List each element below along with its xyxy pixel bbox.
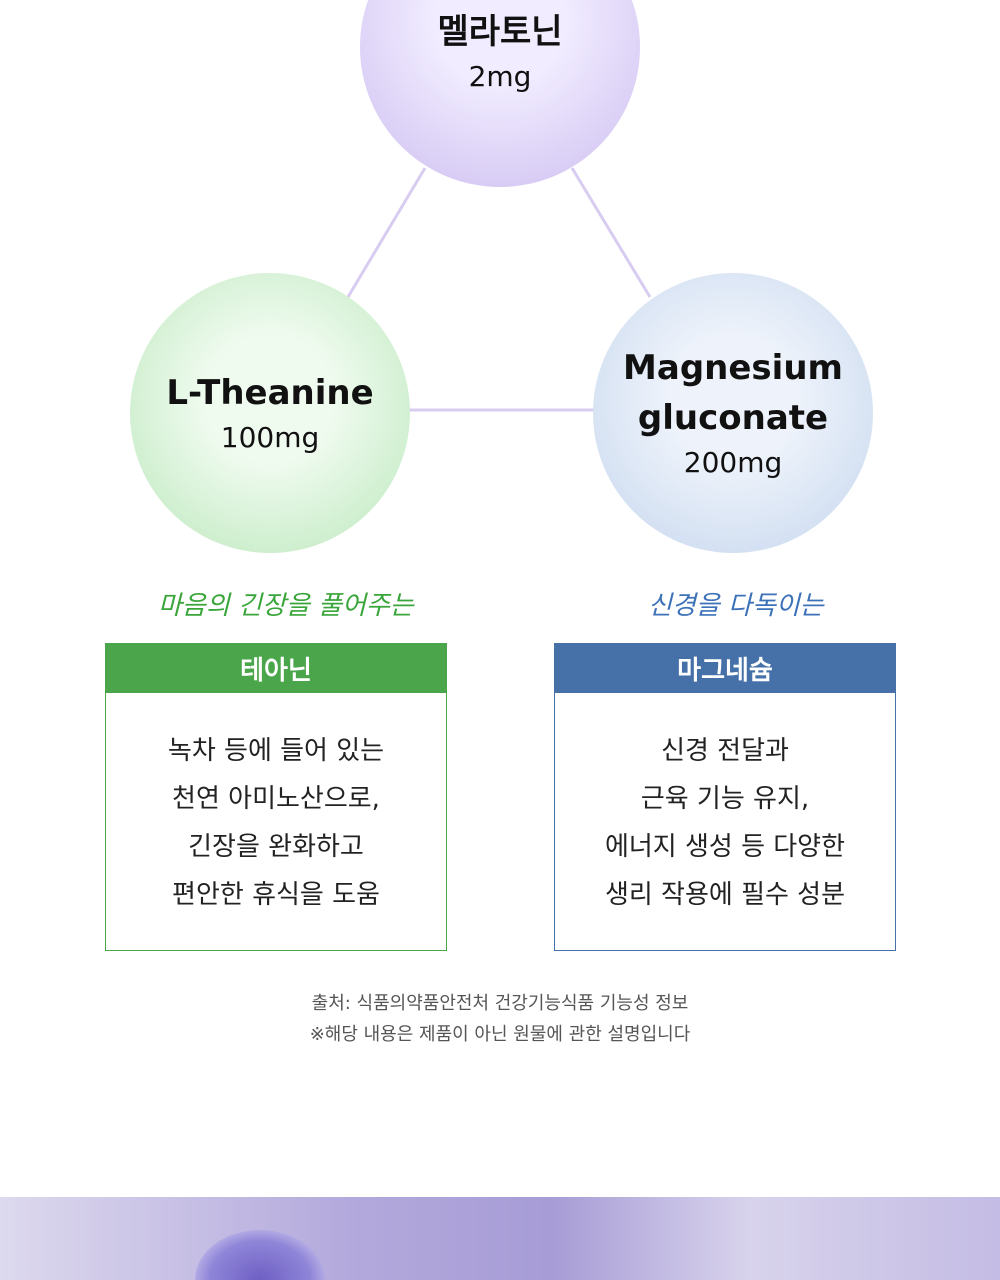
magnesium-circle: Magnesium gluconate 200mg [593,273,873,553]
ingredient-name: L-Theanine [166,373,374,413]
card-line: 신경 전달과 [661,736,789,766]
source-text: 출처: 식품의약품안전처 건강기능식품 기능성 정보 [311,993,689,1014]
card-line: 에너지 생성 등 다양한 [604,832,846,862]
ingredient-name: gluconate [637,398,829,438]
theanine-circle: L-Theanine 100mg [130,273,410,553]
next-section-banner [0,1197,1000,1280]
magnesium-tagline: 신경을 다독이는 [648,591,824,621]
droplet-image [195,1230,325,1280]
card-title: 테아닌 [106,644,446,693]
card-line: 편안한 휴식을 도움 [172,880,380,910]
connector-lines [346,167,652,412]
ingredient-dose: 2mg [468,60,532,93]
card-title: 마그네슘 [555,644,895,693]
disclaimer-text: ※해당 내용은 제품이 아닌 원물에 관한 설명입니다 [309,1024,691,1045]
ingredient-name: 멜라토닌 [437,12,563,52]
card-line: 긴장을 완화하고 [188,832,364,862]
card-line: 생리 작용에 필수 성분 [604,880,846,910]
theanine-tagline: 마음의 긴장을 풀어주는 [158,591,414,621]
ingredient-dose: 100mg [220,421,320,454]
ingredient-dose: 200mg [683,446,783,479]
ingredient-name: Magnesium [623,348,843,388]
card-line: 녹차 등에 들어 있는 [167,736,385,766]
card-line: 천연 아미노산으로, [172,784,380,814]
theanine-card: 테아닌 녹차 등에 들어 있는 천연 아미노산으로, 긴장을 완화하고 편안한 … [105,643,447,951]
magnesium-card: 마그네슘 신경 전달과 근육 기능 유지, 에너지 생성 등 다양한 생리 작용… [554,643,896,951]
card-line: 근육 기능 유지, [640,784,810,814]
